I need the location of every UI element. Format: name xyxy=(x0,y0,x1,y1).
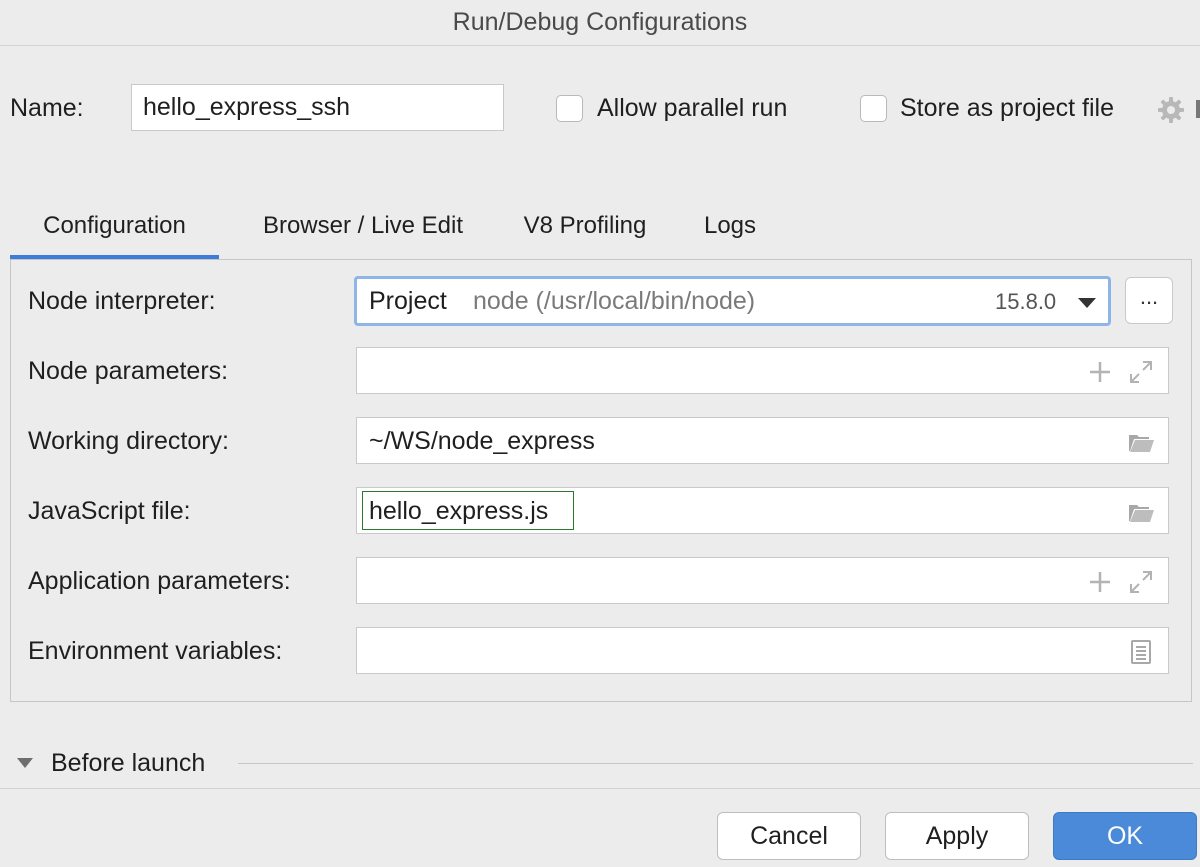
node-interpreter-label: Node interpreter: xyxy=(28,287,216,315)
ok-button[interactable]: OK xyxy=(1053,812,1197,860)
plus-icon[interactable] xyxy=(1086,358,1114,386)
node-parameters-input[interactable] xyxy=(356,347,1169,394)
javascript-file-label: JavaScript file: xyxy=(28,497,191,525)
cancel-button[interactable]: Cancel xyxy=(717,812,861,860)
name-input[interactable]: hello_express_ssh xyxy=(131,84,504,131)
before-launch-label[interactable]: Before launch xyxy=(51,749,206,777)
search-match-highlight xyxy=(362,491,574,530)
environment-variables-label: Environment variables: xyxy=(28,637,283,665)
allow-parallel-checkbox[interactable] xyxy=(556,95,583,122)
store-project-file-label[interactable]: Store as project file xyxy=(900,94,1114,122)
gear-icon[interactable] xyxy=(1157,96,1185,124)
working-directory-input[interactable]: ~/WS/node_express xyxy=(356,417,1169,464)
tab-v8-profiling[interactable]: V8 Profiling xyxy=(504,200,666,260)
environment-variables-input[interactable] xyxy=(356,627,1169,674)
node-interpreter-path: node (/usr/local/bin/node) xyxy=(473,287,756,315)
tab-browser-live-edit[interactable]: Browser / Live Edit xyxy=(228,200,498,260)
window-title: Run/Debug Configurations xyxy=(0,0,1200,46)
name-label: Name: xyxy=(10,94,84,122)
working-directory-value: ~/WS/node_express xyxy=(369,427,595,455)
tab-configuration-label: Configuration xyxy=(43,212,186,239)
name-row: Name: hello_express_ssh Allow parallel r… xyxy=(0,84,1200,132)
javascript-file-value: hello_express.js xyxy=(369,497,549,525)
node-interpreter-project: Project xyxy=(369,287,447,315)
plus-icon[interactable] xyxy=(1086,568,1114,596)
working-directory-label: Working directory: xyxy=(28,427,229,455)
folder-icon[interactable] xyxy=(1127,498,1155,526)
browse-interpreter-button[interactable]: ... xyxy=(1125,277,1173,324)
node-interpreter-version: 15.8.0 xyxy=(995,289,1057,314)
before-launch-divider xyxy=(238,763,1193,764)
tab-logs[interactable]: Logs xyxy=(690,200,770,260)
window-title-text: Run/Debug Configurations xyxy=(452,8,748,36)
node-parameters-label: Node parameters: xyxy=(28,357,229,385)
application-parameters-input[interactable] xyxy=(356,557,1169,604)
tab-v8-profiling-label: V8 Profiling xyxy=(523,212,647,239)
expand-icon[interactable] xyxy=(1127,358,1155,386)
configuration-panel: Node interpreter: Project node (/usr/loc… xyxy=(10,259,1192,702)
name-input-value: hello_express_ssh xyxy=(143,93,351,121)
triangle-down-icon[interactable] xyxy=(17,758,33,768)
apply-button[interactable]: Apply xyxy=(885,812,1029,860)
tab-bar: Configuration Browser / Live Edit V8 Pro… xyxy=(10,200,1190,260)
allow-parallel-label[interactable]: Allow parallel run xyxy=(597,94,788,122)
document-icon[interactable] xyxy=(1127,638,1155,666)
tab-logs-label: Logs xyxy=(703,212,757,239)
tab-configuration[interactable]: Configuration xyxy=(10,200,219,260)
folder-icon[interactable] xyxy=(1127,428,1155,456)
node-interpreter-select[interactable]: Project node (/usr/local/bin/node) 15.8.… xyxy=(354,276,1111,326)
application-parameters-label: Application parameters: xyxy=(28,567,291,595)
gear-dropdown-edge xyxy=(1196,100,1200,118)
chevron-down-icon[interactable] xyxy=(1078,298,1096,308)
store-project-file-checkbox[interactable] xyxy=(860,95,887,122)
footer-divider xyxy=(0,788,1200,789)
javascript-file-input[interactable]: hello_express.js xyxy=(356,487,1169,534)
tab-browser-live-edit-label: Browser / Live Edit xyxy=(262,212,464,239)
expand-icon[interactable] xyxy=(1127,568,1155,596)
before-launch-section[interactable]: Before launch xyxy=(0,740,1200,784)
